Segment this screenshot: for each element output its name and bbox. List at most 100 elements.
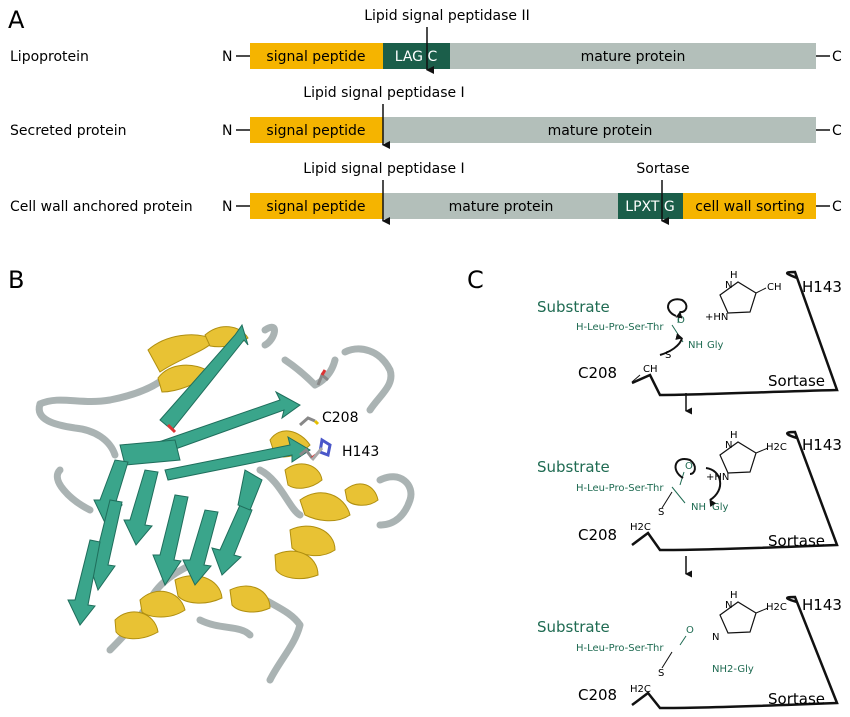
segment-label: mature protein	[449, 199, 554, 215]
oxygen-label: O	[686, 625, 694, 636]
nh2-gly-label: NH2-Gly	[712, 664, 754, 675]
mechanism-step-3: Substrate H-Leu-Pro-Ser-Thr O NH2-Gly S …	[537, 590, 842, 710]
segment-label: signal peptide	[266, 49, 365, 65]
segment-signal-peptide	[250, 43, 383, 69]
hn-label: +HN	[706, 472, 729, 483]
h143-label: H143	[802, 278, 842, 296]
peptide-chain: H-Leu-Pro-Ser-Thr	[576, 643, 664, 654]
sortase-label: Sortase	[768, 532, 825, 550]
row-name: Lipoprotein	[10, 49, 89, 65]
segment-signal-peptide	[250, 193, 383, 219]
ch2-label: CH	[767, 282, 782, 293]
segment-label: mature protein	[548, 123, 653, 139]
segment-lagc-motif	[383, 43, 450, 69]
n-terminus-label: N	[222, 123, 232, 139]
n-terminus-label: N	[222, 49, 232, 65]
h-label: H	[730, 430, 738, 441]
enzyme-outline	[631, 430, 839, 552]
bond	[755, 607, 769, 614]
ch2-label: H2C	[630, 522, 651, 533]
structure-strands	[67, 323, 311, 626]
sulfur-label: S	[658, 507, 664, 518]
sulfur-label: S	[658, 668, 664, 679]
row-cell-wall-anchored-protein: Cell wall anchored protein N signal pept…	[10, 161, 842, 225]
row-lipoprotein: Lipoprotein N signal peptide LAG C matur…	[10, 8, 842, 74]
c208-label: C208	[578, 364, 617, 382]
nh-gly-label: NH	[688, 340, 703, 351]
imidazole-ring	[719, 601, 757, 634]
substrate-label: Substrate	[537, 458, 610, 476]
oxygen-label: O	[677, 315, 685, 326]
oxygen-label: O	[685, 461, 693, 472]
sulfur-label: S	[665, 350, 671, 361]
ch2-label: H2C	[630, 684, 651, 695]
row-secreted-protein: Secreted protein N signal peptide mature…	[10, 85, 842, 149]
electron-arrow	[667, 298, 688, 319]
bond	[755, 287, 767, 294]
mechanism-step-1: Substrate H-Leu-Pro-Ser-Thr O NH Gly S C…	[537, 270, 842, 397]
n-terminus-label: N	[222, 199, 232, 215]
h143-label: H143	[802, 436, 842, 454]
sortase-label: Sortase	[768, 690, 825, 708]
sortase-enzyme-label: Sortase	[636, 161, 689, 177]
enzyme-outline	[631, 270, 839, 397]
gly-label: Gly	[712, 502, 729, 513]
segment-signal-peptide	[250, 117, 383, 143]
electron-arrow	[674, 458, 696, 479]
ring-n-label: N	[712, 632, 719, 643]
residue-c208-label: C208	[322, 410, 359, 426]
bond	[661, 491, 673, 509]
c-terminus-label: C	[832, 199, 842, 215]
segment-label: LAG C	[395, 49, 438, 65]
cleavage-enzyme-label: Lipid signal peptidase I	[303, 85, 464, 101]
structure-helices	[114, 326, 379, 640]
ch2-label: H2C	[766, 442, 787, 453]
row-name: Secreted protein	[10, 123, 126, 139]
n-label: N	[725, 280, 732, 291]
n-label: N	[725, 600, 732, 611]
protein-structure: C208 H143	[35, 323, 415, 684]
enzyme-outline	[631, 595, 839, 710]
segment-mature-protein	[450, 43, 816, 69]
cleavage-enzyme-label: Lipid signal peptidase I	[303, 161, 464, 177]
panel-c-label: C	[467, 266, 484, 294]
segment-lpxtg-motif	[618, 193, 683, 219]
c208-label: C208	[578, 526, 617, 544]
sortase-label: Sortase	[768, 372, 825, 390]
cleavage-enzyme-label: Lipid signal peptidase II	[364, 8, 530, 24]
segment-mature-protein	[383, 193, 618, 219]
peptide-chain: H-Leu-Pro-Ser-Thr	[576, 322, 664, 333]
nh-gly-label: NH	[691, 502, 706, 513]
side-chains	[166, 369, 332, 461]
c-terminus-label: C	[832, 49, 842, 65]
row-name: Cell wall anchored protein	[10, 199, 193, 215]
n-label: N	[725, 440, 732, 451]
bond	[679, 635, 687, 646]
electron-arrow	[705, 467, 721, 507]
segment-label: signal peptide	[266, 123, 365, 139]
c208-label: C208	[578, 686, 617, 704]
h-label: H	[730, 270, 738, 281]
bond	[631, 374, 641, 383]
segment-label: mature protein	[581, 49, 686, 65]
gly-label: Gly	[707, 340, 724, 351]
bond	[671, 486, 686, 504]
electron-arrow	[659, 333, 683, 356]
peptide-chain: H-Leu-Pro-Ser-Thr	[576, 483, 664, 494]
substrate-label: Substrate	[537, 298, 610, 316]
segment-cell-wall-sorting	[683, 193, 816, 219]
mechanism-step-2: Substrate H-Leu-Pro-Ser-Thr O NH Gly S H…	[537, 430, 842, 552]
c-terminus-label: C	[832, 123, 842, 139]
bond	[661, 651, 673, 669]
hn-label: +HN	[705, 312, 728, 323]
ch2-label: H2C	[766, 602, 787, 613]
panel-b-label: B	[8, 266, 24, 294]
substrate-label: Substrate	[537, 618, 610, 636]
structure-loops	[35, 323, 415, 684]
imidazole-ring	[719, 281, 757, 314]
segment-label: cell wall sorting	[695, 199, 805, 215]
bond	[755, 447, 769, 454]
residue-h143-label: H143	[342, 444, 379, 460]
